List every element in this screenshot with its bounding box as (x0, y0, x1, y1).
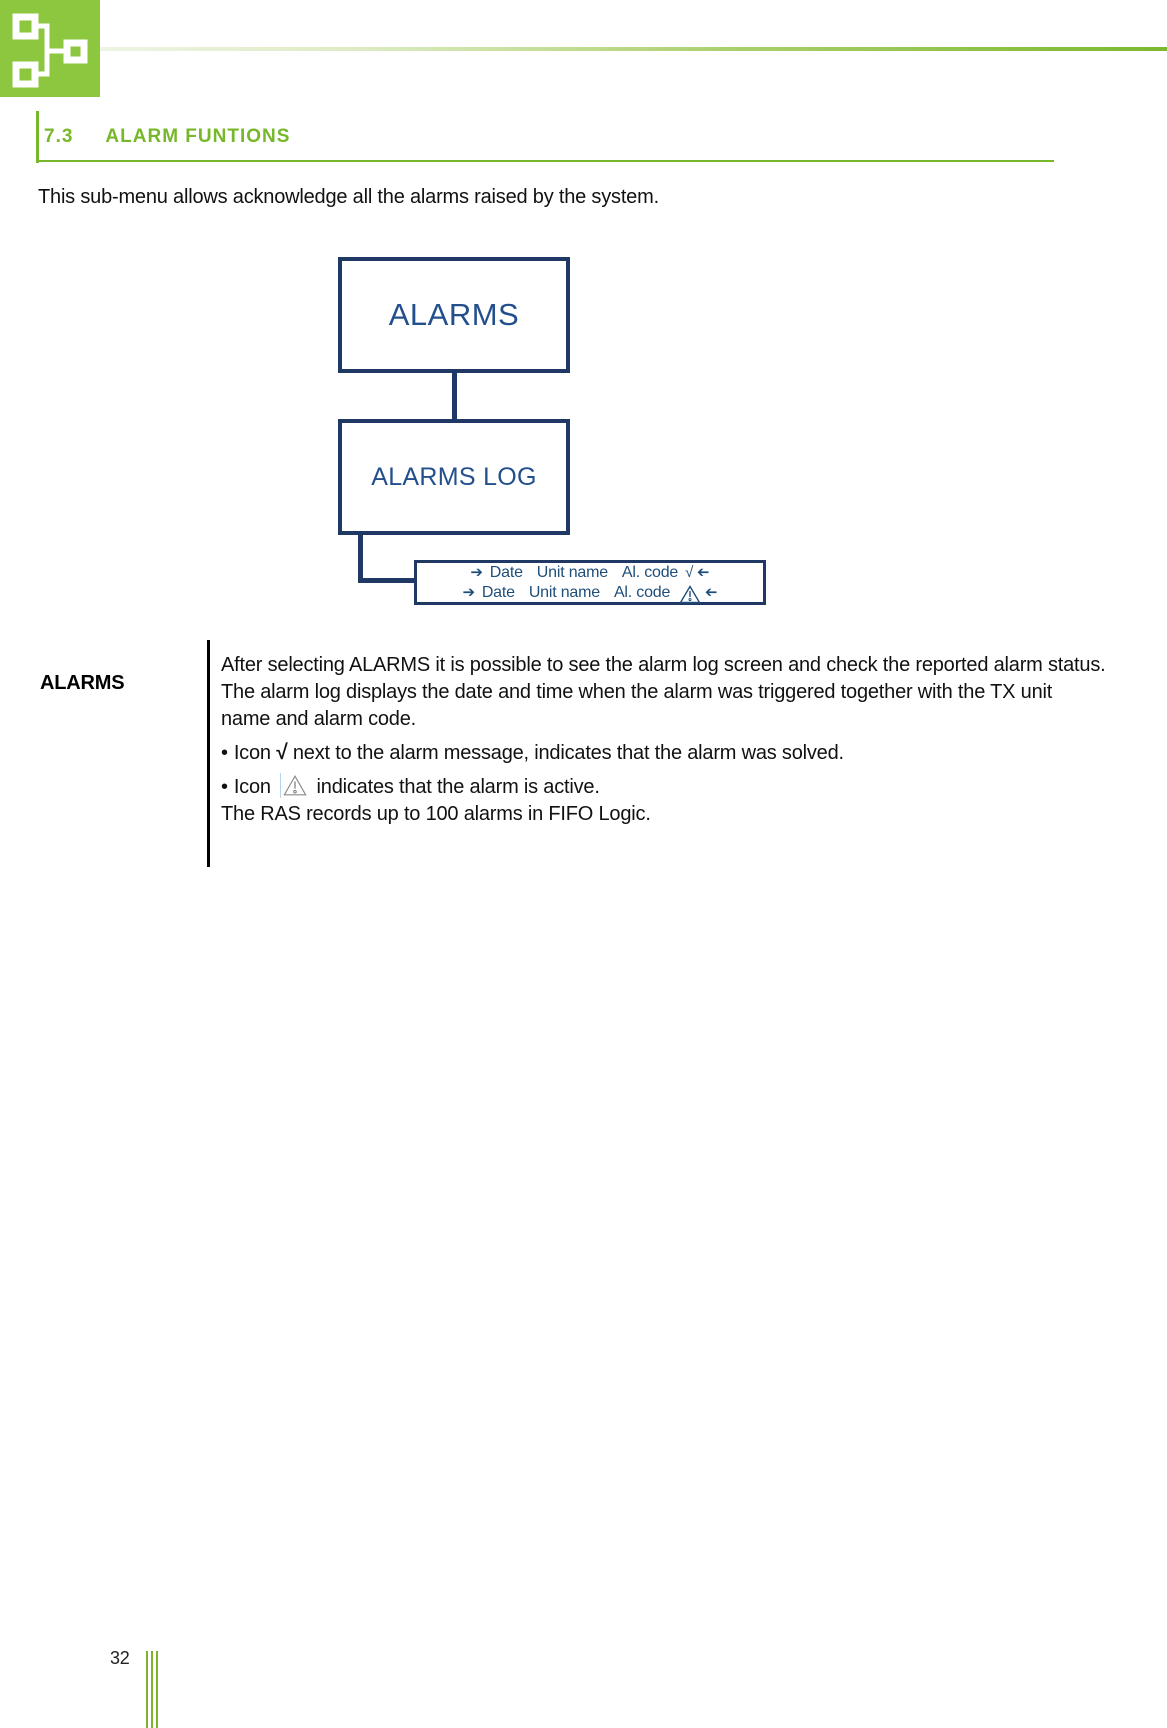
section-heading: 7.3 ALARM FUNTIONS (44, 126, 290, 148)
description-paragraph-2: The alarm log displays the date and time… (221, 681, 1053, 730)
page-number: 32 (110, 1648, 130, 1668)
network-logo-icon (0, 0, 100, 97)
log-unit-name: Unit name (536, 564, 608, 581)
arrow-right-icon: ➔ (470, 564, 483, 581)
alarms-description: After selecting ALARMS it is possible to… (221, 652, 1106, 828)
arrow-right-icon: ➔ (462, 584, 475, 601)
bullet-lead: Icon (233, 776, 271, 798)
description-paragraph-3: The RAS records up to 100 alarms in FIFO… (221, 803, 651, 825)
bullet-solved: •Icon √ next to the alarm message, indic… (221, 739, 1106, 767)
alarm-log-row-solved: ➔ Date Unit name Al. code √ ➔ (417, 563, 763, 582)
log-alarm-code: Al. code (621, 564, 679, 581)
bullet-text: indicates that the alarm is active. (316, 776, 600, 798)
heading-left-bar (36, 111, 39, 163)
log-unit-name: Unit name (528, 584, 600, 601)
arrow-left-icon: ➔ (697, 564, 710, 581)
log-alarm-code: Al. code (613, 584, 671, 601)
bullet-text: next to the alarm message, indicates tha… (292, 742, 844, 764)
check-icon: √ (276, 741, 288, 764)
bullet-char: • (221, 742, 228, 764)
diagram-connector-elbow-vertical (358, 533, 363, 583)
alarm-log-row-active: ➔ Date Unit name Al. code ➔ (417, 583, 763, 603)
diagram-alarm-log-screen: ➔ Date Unit name Al. code √ ➔ ➔ Date Uni… (414, 560, 766, 605)
footer-triple-rule (146, 1651, 158, 1728)
description-paragraph-1: After selecting ALARMS it is possible to… (221, 654, 1106, 676)
section-number: 7.3 (44, 126, 74, 147)
diagram-connector-elbow-horizontal (358, 578, 416, 583)
bullet-active: •Icon indicates that the alarm is active… (221, 773, 1106, 801)
arrow-left-icon: ➔ (705, 584, 718, 601)
bullet-char: • (221, 776, 228, 798)
check-icon: √ (685, 564, 694, 581)
alarms-row-label: ALARMS (40, 672, 125, 694)
diagram-box-alarms-label: ALARMS (388, 297, 520, 332)
warning-triangle-icon (679, 584, 701, 603)
heading-underline (36, 160, 1054, 162)
company-logo (0, 0, 100, 97)
diagram-box-alarms: ALARMS (338, 257, 570, 373)
diagram-box-alarms-log: ALARMS LOG (338, 419, 570, 535)
description-divider-bar (207, 640, 210, 867)
header-gradient-rule (100, 47, 1167, 51)
log-date: Date (489, 564, 523, 581)
diagram-box-alarms-log-label: ALARMS LOG (371, 462, 537, 491)
bullet-lead: Icon (233, 742, 271, 764)
log-date: Date (481, 584, 515, 601)
warning-triangle-icon (280, 773, 308, 798)
section-title: ALARM FUNTIONS (105, 126, 291, 147)
intro-paragraph: This sub-menu allows acknowledge all the… (38, 186, 659, 208)
diagram-connector-vertical (452, 371, 457, 421)
